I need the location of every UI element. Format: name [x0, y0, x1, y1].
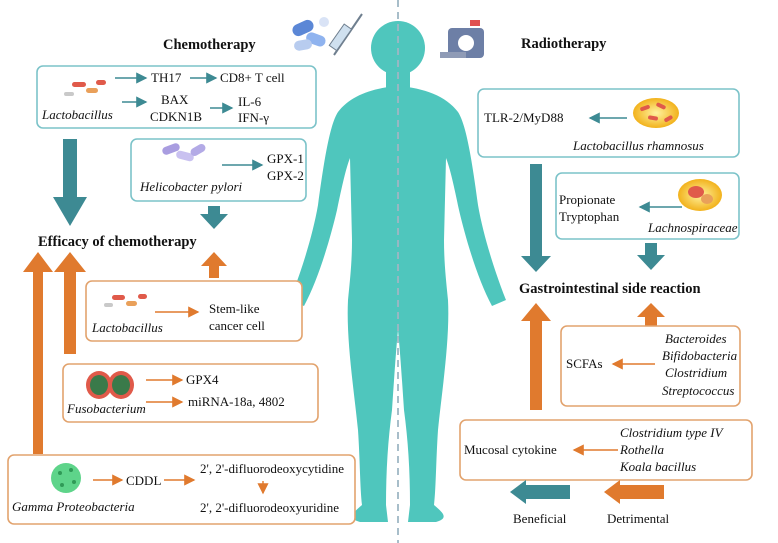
tlr2-label: TLR-2/MyD88 — [484, 110, 563, 125]
gpx4-label: GPX4 — [186, 372, 219, 387]
proteobacteria-icon — [51, 463, 81, 493]
propionate-label: Propionate — [559, 192, 616, 207]
lachnospiraceae-icon — [678, 179, 722, 211]
lactobacillus-icon — [64, 80, 106, 96]
detrimental-arrow — [521, 303, 551, 410]
detrimental-arrow — [23, 252, 53, 454]
lachnospiraceae-label: Lachnospiraceae — [647, 220, 738, 235]
lactobacillus-label-1: Lactobacillus — [41, 107, 113, 122]
rothella-label: Rothella — [619, 442, 665, 457]
lactobacillus-icon — [104, 294, 147, 307]
ifn-label: IFN-γ — [238, 110, 269, 125]
helicobacter-icon — [162, 143, 206, 162]
bax-label: BAX — [161, 92, 189, 107]
cdkn1b-label: CDKN1B — [150, 109, 202, 124]
rhamnosus-label: Lactobacillus rhamnosus — [572, 138, 704, 153]
gpx1-label: GPX-1 — [267, 151, 304, 166]
detrimental-arrow — [637, 303, 665, 327]
stem-like-label: Stem-like — [209, 301, 260, 316]
pills-icon — [292, 17, 329, 51]
detrimental-arrow — [201, 252, 227, 278]
fusobacterium-label: Fusobacterium — [66, 401, 146, 416]
radio-box-scfas — [560, 325, 741, 407]
chemo-box-helicobacter — [130, 138, 307, 202]
koala-bacillus-label: Koala bacillus — [619, 459, 696, 474]
radiotherapy-title: Radiotherapy — [521, 36, 607, 52]
tryptophan-label: Tryptophan — [559, 209, 620, 224]
clostridium-iv-label: Clostridium type IV — [620, 425, 725, 440]
clostridium-label: Clostridium — [665, 365, 727, 380]
syringe-icon — [328, 13, 363, 56]
difluorodeoxycytidine-label: 2', 2'-difluorodeoxycytidine — [200, 461, 344, 476]
bacteroides-label: Bacteroides — [665, 331, 727, 346]
rhamnosus-icon — [633, 98, 679, 128]
legend-beneficial: Beneficial — [513, 511, 567, 526]
lactobacillus-label-2: Lactobacillus — [91, 320, 163, 335]
mucosal-cytokine-label: Mucosal cytokine — [464, 442, 557, 457]
gpx2-label: GPX-2 — [267, 168, 304, 183]
th17-label: TH17 — [151, 70, 182, 85]
beneficial-arrow — [200, 206, 228, 229]
beneficial-arrow — [521, 164, 551, 272]
difluorodeoxyuridine-label: 2', 2'-difluorodeoxyuridine — [200, 500, 339, 515]
beneficial-arrow — [637, 243, 665, 270]
helicobacter-label: Helicobacter pylori — [139, 179, 243, 194]
chemo-box-lactobacillus-immune — [36, 65, 317, 129]
legend: Beneficial Detrimental — [510, 480, 669, 526]
legend-detrimental: Detrimental — [607, 511, 669, 526]
streptococcus-label: Streptococcus — [662, 383, 734, 398]
bifidobacteria-label: Bifidobacteria — [662, 348, 738, 363]
gi-side-reaction-label: Gastrointestinal side reaction — [519, 281, 701, 297]
cddl-label: CDDL — [126, 473, 161, 488]
cancer-cell-label: cancer cell — [209, 318, 265, 333]
proteobacteria-label: Gamma Proteobacteria — [12, 499, 135, 514]
chemo-box-proteobacteria — [7, 454, 356, 525]
scfas-label: SCFAs — [566, 356, 603, 371]
chemotherapy-title: Chemotherapy — [163, 37, 256, 53]
mirna-label: miRNA-18a, 4802 — [188, 394, 285, 409]
human-body-icon — [290, 0, 506, 543]
il6-label: IL-6 — [238, 94, 262, 109]
fusobacterium-icon — [86, 371, 134, 399]
efficacy-label: Efficacy of chemotherapy — [38, 234, 197, 250]
beneficial-arrow — [53, 139, 87, 226]
detrimental-arrow — [54, 252, 86, 354]
cd8-label: CD8+ T cell — [220, 70, 285, 85]
ct-scanner-icon — [440, 20, 484, 58]
